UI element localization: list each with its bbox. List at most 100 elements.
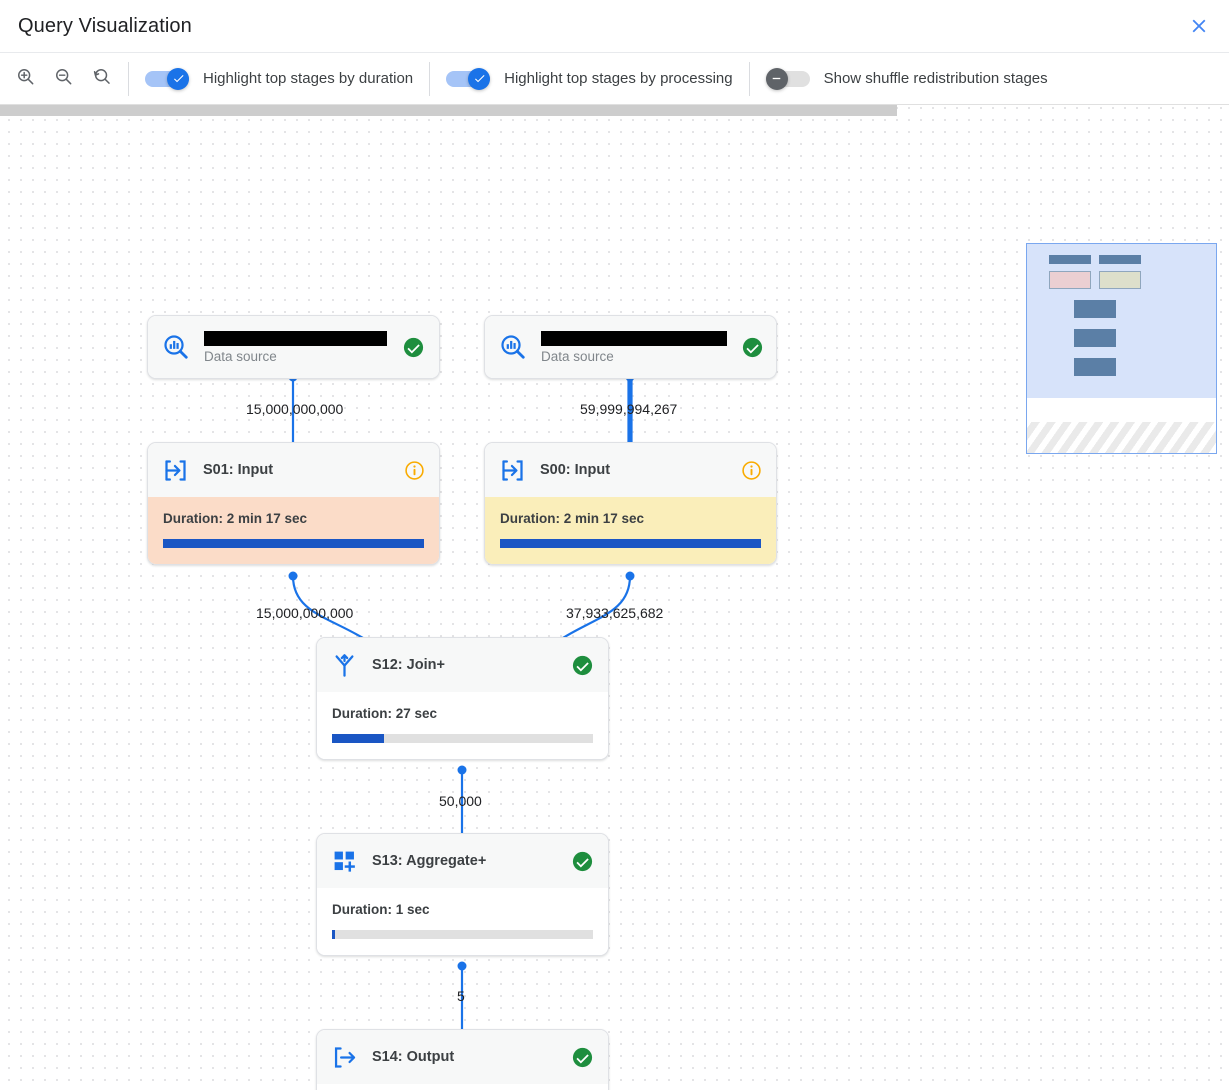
progress-segment [437, 734, 488, 743]
node-header: S14: Output [317, 1030, 608, 1084]
dialog-header: Query Visualization [0, 0, 1229, 52]
duration-label: Duration: 2 min 17 sec [500, 511, 645, 526]
status-badge-success-icon [571, 850, 594, 873]
toggle-label-shuffle: Show shuffle redistribution stages [823, 70, 1048, 87]
data-source-subtitle: Data source [541, 348, 614, 364]
status-badge-info-icon[interactable] [741, 460, 762, 481]
join-icon [331, 652, 358, 679]
toggle-highlight-top-stages-by-processing[interactable] [446, 67, 492, 90]
node-body: Duration: 1 sec [317, 888, 608, 955]
switch-thumb [167, 67, 189, 90]
minimap-viewport [1027, 244, 1216, 399]
status-badge-info-icon[interactable] [404, 460, 425, 481]
minimap-node [1074, 300, 1116, 318]
edge-label: 37,933,625,682 [566, 605, 664, 621]
node-body: Duration: 27 sec [317, 692, 608, 759]
graph-canvas[interactable]: 15,000,000,000 59,999,994,267 15,000,000… [0, 105, 1229, 1090]
toolbar-divider-3 [748, 61, 750, 96]
input-arrow-icon [162, 457, 189, 484]
status-badge-success-icon [741, 336, 764, 359]
data-source-search-icon [162, 333, 190, 361]
node-title: S01: Input [203, 462, 274, 478]
redacted-title [541, 330, 727, 346]
zoom-controls [0, 53, 128, 104]
progress-segment [437, 930, 488, 939]
close-icon [1188, 15, 1210, 37]
output-arrow-icon [331, 1044, 358, 1071]
toggle-highlight-duration-group: Highlight top stages by duration [129, 53, 429, 104]
input-arrow-icon [499, 457, 526, 484]
zoom-out-icon [53, 66, 74, 92]
node-title: S00: Input [540, 462, 611, 478]
data-source-search-icon [499, 333, 527, 361]
node-data-source-left[interactable]: Data source [147, 315, 440, 379]
zoom-in-icon [15, 66, 36, 92]
progress-segment [384, 734, 436, 743]
edge-line [291, 575, 369, 642]
minimap-node [1099, 255, 1141, 264]
toggle-show-shuffle-redistribution-stages[interactable] [765, 67, 812, 90]
toggle-label-duration: Highlight top stages by duration [203, 70, 414, 87]
close-button[interactable] [1181, 8, 1217, 44]
zoom-out-button[interactable] [50, 66, 76, 92]
node-stage-s14-output[interactable]: S14: Output Duration: 0.46 sec [316, 1029, 609, 1090]
edge-line [557, 575, 632, 642]
progress-segment [332, 930, 383, 939]
node-stage-s13-aggregate[interactable]: S13: Aggregate+ Duration: 1 sec [316, 833, 609, 956]
duration-label: Duration: 2 min 17 sec [163, 511, 308, 526]
node-header: Data source [148, 316, 439, 378]
edge-endpoint [457, 961, 467, 971]
zoom-in-button[interactable] [12, 66, 38, 92]
progress-segment [542, 930, 593, 939]
minimap-node-highlight-duration [1049, 271, 1091, 289]
progress-segment [489, 930, 541, 939]
node-header: S13: Aggregate+ [317, 834, 608, 888]
node-title: S12: Join+ [372, 657, 445, 673]
node-stage-s00-input[interactable]: S00: Input Duration: 2 min 17 sec [484, 442, 777, 565]
node-header: S01: Input [148, 443, 439, 497]
switch-thumb [468, 67, 491, 90]
duration-label: Duration: 27 sec [332, 706, 438, 721]
progress-segment [384, 930, 436, 939]
minimap-offscreen-area [1027, 422, 1216, 453]
status-badge-success-icon [571, 654, 594, 677]
switch-thumb [765, 67, 788, 90]
redacted-title [204, 330, 387, 346]
node-header: Data source [485, 316, 776, 378]
node-stage-s01-input[interactable]: S01: Input Duration: 2 min 17 sec [147, 442, 440, 565]
edge-label: 59,999,994,267 [580, 401, 678, 417]
toggle-highlight-top-stages-by-duration[interactable] [145, 67, 191, 90]
edge-label: 15,000,000,000 [246, 401, 344, 417]
data-source-text: Data source [541, 330, 727, 364]
toolbar-divider-1 [128, 61, 129, 96]
edge-endpoint [288, 571, 298, 581]
node-body: Duration: 2 min 17 sec [148, 497, 439, 564]
zoom-reset-icon [91, 66, 112, 92]
node-title: S13: Aggregate+ [372, 853, 487, 869]
node-header: S12: Join+ [317, 638, 608, 692]
progress-fill [500, 539, 761, 548]
progress-bar [332, 734, 593, 743]
progress-segment [542, 734, 593, 743]
node-body: Duration: 2 min 17 sec [485, 497, 776, 564]
progress-fill [332, 930, 336, 939]
horizontal-scrollbar[interactable] [0, 105, 897, 116]
toggle-label-processing: Highlight top stages by processing [504, 70, 733, 87]
minimap-node [1074, 329, 1116, 347]
toolbar-divider-2 [429, 61, 431, 96]
progress-fill [332, 734, 385, 743]
page-title: Query Visualization [18, 14, 192, 37]
status-badge-success-icon [402, 336, 425, 359]
toggle-highlight-processing-group: Highlight top stages by processing [430, 53, 748, 104]
edge-label: 15,000,000,000 [256, 605, 354, 621]
zoom-reset-button[interactable] [88, 66, 114, 92]
toggle-shuffle-group: Show shuffle redistribution stages [750, 53, 1064, 104]
minimap[interactable] [1026, 243, 1217, 454]
data-source-text: Data source [204, 330, 388, 364]
node-body: Duration: 0.46 sec [317, 1084, 608, 1090]
progress-bar [500, 539, 761, 548]
data-source-subtitle: Data source [204, 348, 277, 364]
node-data-source-right[interactable]: Data source [484, 315, 777, 379]
edge-label: 5 [457, 988, 465, 1004]
node-stage-s12-join[interactable]: S12: Join+ Duration: 27 sec [316, 637, 609, 760]
